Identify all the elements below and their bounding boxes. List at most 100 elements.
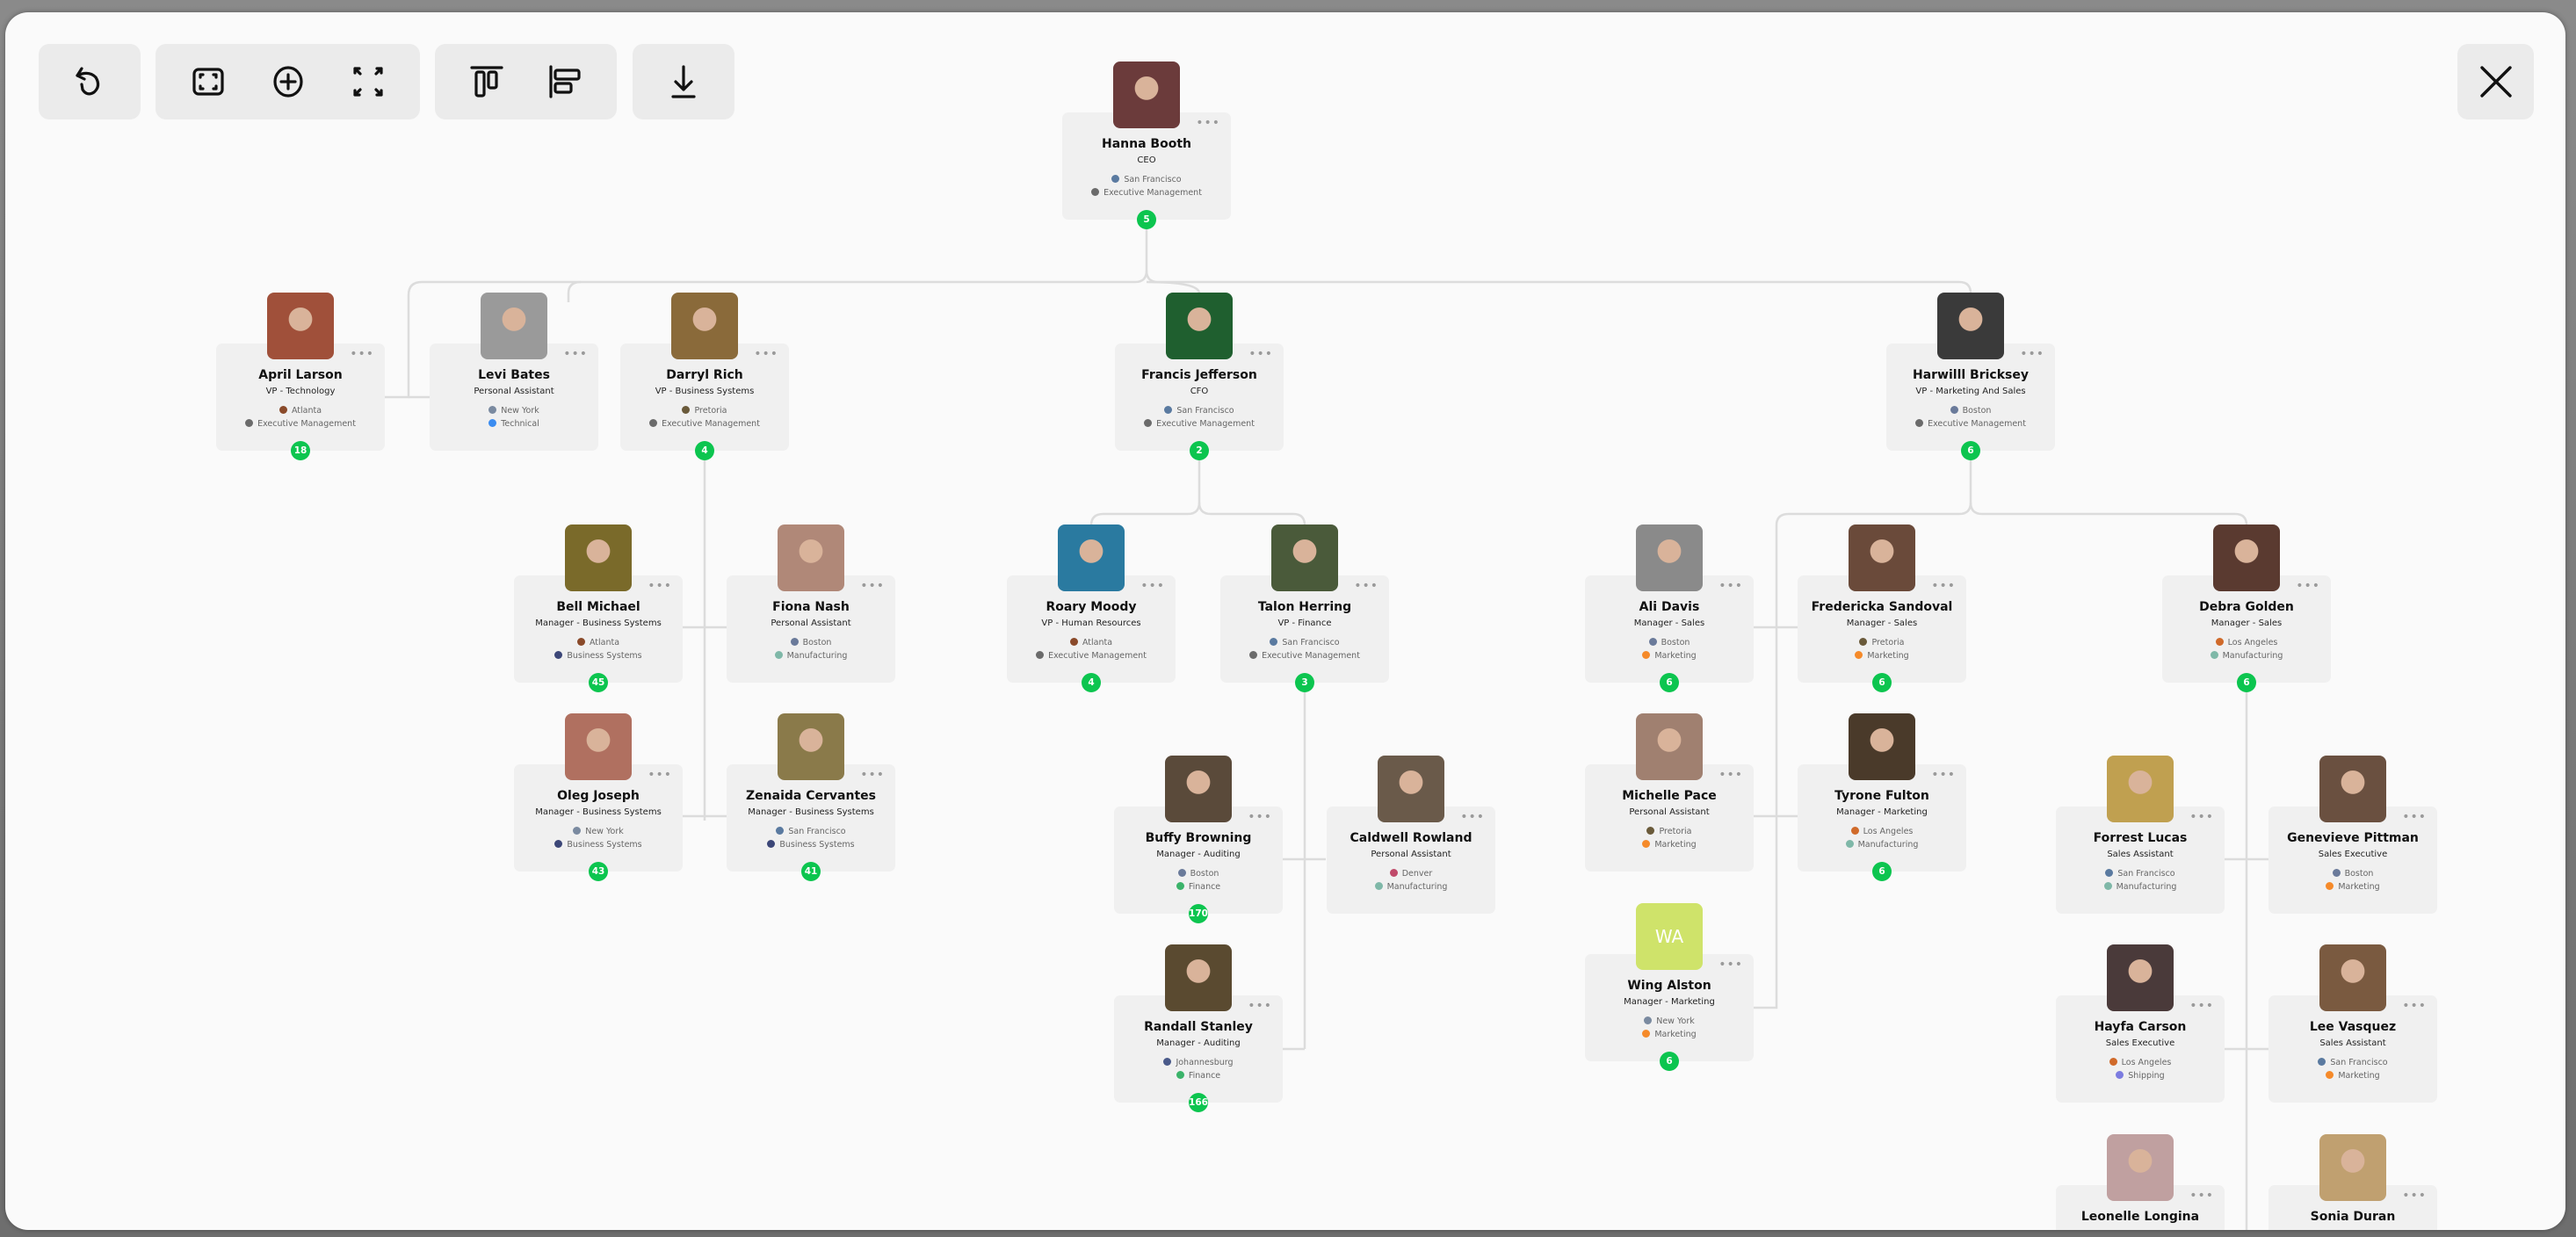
org-node-bell[interactable]: ••• Bell Michael Manager - Business Syst… [514, 524, 683, 692]
direct-reports-badge[interactable]: 2 [1190, 441, 1209, 460]
direct-reports-badge[interactable]: 6 [1660, 1052, 1679, 1071]
org-node-wing[interactable]: WA ••• Wing Alston Manager - Marketing N… [1585, 903, 1754, 1071]
node-card[interactable]: ••• Fiona Nash Personal Assistant Boston… [727, 575, 895, 683]
direct-reports-badge[interactable]: 45 [589, 673, 608, 692]
direct-reports-badge[interactable]: 41 [801, 862, 821, 881]
direct-reports-badge[interactable]: 5 [1137, 210, 1156, 229]
vertical-layout-button[interactable] [461, 56, 512, 107]
node-card[interactable]: ••• Genevieve Pittman Sales Executive Bo… [2268, 807, 2437, 914]
more-options-icon[interactable]: ••• [2402, 1189, 2427, 1203]
org-node-sonia[interactable]: ••• Sonia Duran [2268, 1134, 2437, 1230]
more-options-icon[interactable]: ••• [2020, 347, 2044, 361]
more-options-icon[interactable]: ••• [2189, 810, 2214, 824]
more-options-icon[interactable]: ••• [1140, 579, 1165, 593]
org-node-zenaida[interactable]: ••• Zenaida Cervantes Manager - Business… [727, 713, 895, 881]
node-card[interactable]: ••• Harwilll Bricksey VP - Marketing And… [1886, 344, 2055, 451]
org-node-randall[interactable]: ••• Randall Stanley Manager - Auditing J… [1114, 944, 1283, 1112]
node-card[interactable]: ••• Michelle Pace Personal Assistant Pre… [1585, 764, 1754, 872]
org-node-oleg[interactable]: ••• Oleg Joseph Manager - Business Syste… [514, 713, 683, 881]
node-card[interactable]: ••• April Larson VP - Technology Atlanta… [216, 344, 385, 451]
more-options-icon[interactable]: ••• [648, 579, 672, 593]
org-node-ali[interactable]: ••• Ali Davis Manager - Sales Boston Mar… [1585, 524, 1754, 692]
org-node-leonelle[interactable]: ••• Leonelle Longina [2056, 1134, 2225, 1230]
more-options-icon[interactable]: ••• [2402, 999, 2427, 1013]
more-options-icon[interactable]: ••• [860, 579, 885, 593]
direct-reports-badge[interactable]: 4 [1082, 673, 1101, 692]
node-card[interactable]: ••• Oleg Joseph Manager - Business Syste… [514, 764, 683, 872]
node-card[interactable]: ••• Randall Stanley Manager - Auditing J… [1114, 995, 1283, 1103]
direct-reports-badge[interactable]: 6 [1961, 441, 1980, 460]
direct-reports-badge[interactable]: 6 [1660, 673, 1679, 692]
org-node-levi[interactable]: ••• Levi Bates Personal Assistant New Yo… [430, 293, 598, 451]
direct-reports-badge[interactable]: 18 [291, 441, 310, 460]
more-options-icon[interactable]: ••• [1354, 579, 1378, 593]
node-card[interactable]: ••• Darryl Rich VP - Business Systems Pr… [620, 344, 789, 451]
more-options-icon[interactable]: ••• [648, 768, 672, 782]
zoom-in-button[interactable] [263, 56, 314, 107]
node-card[interactable]: ••• Bell Michael Manager - Business Syst… [514, 575, 683, 683]
node-card[interactable]: ••• Wing Alston Manager - Marketing New … [1585, 954, 1754, 1061]
org-node-lee[interactable]: ••• Lee Vasquez Sales Assistant San Fran… [2268, 944, 2437, 1103]
more-options-icon[interactable]: ••• [1931, 768, 1956, 782]
more-options-icon[interactable]: ••• [563, 347, 588, 361]
more-options-icon[interactable]: ••• [1719, 958, 1743, 972]
org-node-michelle[interactable]: ••• Michelle Pace Personal Assistant Pre… [1585, 713, 1754, 872]
node-card[interactable]: ••• Roary Moody VP - Human Resources Atl… [1007, 575, 1176, 683]
direct-reports-badge[interactable]: 43 [589, 862, 608, 881]
node-card[interactable]: ••• Francis Jefferson CFO San Francisco … [1115, 344, 1284, 451]
more-options-icon[interactable]: ••• [2402, 810, 2427, 824]
horizontal-layout-button[interactable] [539, 56, 590, 107]
direct-reports-badge[interactable]: 6 [2237, 673, 2256, 692]
more-options-icon[interactable]: ••• [350, 347, 374, 361]
node-card[interactable]: ••• Debra Golden Manager - Sales Los Ang… [2162, 575, 2331, 683]
node-card[interactable]: ••• Tyrone Fulton Manager - Marketing Lo… [1798, 764, 1966, 872]
node-card[interactable]: ••• Forrest Lucas Sales Assistant San Fr… [2056, 807, 2225, 914]
node-card[interactable]: ••• Fredericka Sandoval Manager - Sales … [1798, 575, 1966, 683]
direct-reports-badge[interactable]: 166 [1189, 1093, 1208, 1112]
node-card[interactable]: ••• Caldwell Rowland Personal Assistant … [1327, 807, 1495, 914]
org-node-hanna[interactable]: ••• Hanna Booth CEO San Francisco Execut… [1062, 61, 1231, 229]
org-node-darryl[interactable]: ••• Darryl Rich VP - Business Systems Pr… [620, 293, 789, 460]
more-options-icon[interactable]: ••• [2189, 1189, 2214, 1203]
expand-button[interactable] [343, 56, 394, 107]
org-node-debra[interactable]: ••• Debra Golden Manager - Sales Los Ang… [2162, 524, 2331, 692]
org-node-fredericka[interactable]: ••• Fredericka Sandoval Manager - Sales … [1798, 524, 1966, 692]
node-card[interactable]: ••• Hanna Booth CEO San Francisco Execut… [1062, 112, 1231, 220]
more-options-icon[interactable]: ••• [2189, 999, 2214, 1013]
node-card[interactable]: ••• Lee Vasquez Sales Assistant San Fran… [2268, 995, 2437, 1103]
node-card[interactable]: ••• Ali Davis Manager - Sales Boston Mar… [1585, 575, 1754, 683]
direct-reports-badge[interactable]: 3 [1295, 673, 1314, 692]
direct-reports-badge[interactable]: 6 [1872, 862, 1892, 881]
org-node-francis[interactable]: ••• Francis Jefferson CFO San Francisco … [1115, 293, 1284, 460]
undo-button[interactable] [64, 56, 115, 107]
direct-reports-badge[interactable]: 6 [1872, 673, 1892, 692]
more-options-icon[interactable]: ••• [1931, 579, 1956, 593]
more-options-icon[interactable]: ••• [1719, 579, 1743, 593]
node-card[interactable]: ••• Hayfa Carson Sales Executive Los Ang… [2056, 995, 2225, 1103]
more-options-icon[interactable]: ••• [1248, 347, 1273, 361]
org-node-genevieve[interactable]: ••• Genevieve Pittman Sales Executive Bo… [2268, 756, 2437, 914]
node-card[interactable]: ••• Buffy Browning Manager - Auditing Bo… [1114, 807, 1283, 914]
more-options-icon[interactable]: ••• [754, 347, 778, 361]
more-options-icon[interactable]: ••• [1719, 768, 1743, 782]
more-options-icon[interactable]: ••• [1460, 810, 1485, 824]
direct-reports-badge[interactable]: 170 [1189, 904, 1208, 923]
direct-reports-badge[interactable]: 4 [695, 441, 714, 460]
org-node-caldwell[interactable]: ••• Caldwell Rowland Personal Assistant … [1327, 756, 1495, 914]
org-node-tyrone[interactable]: ••• Tyrone Fulton Manager - Marketing Lo… [1798, 713, 1966, 881]
org-node-harwill[interactable]: ••• Harwilll Bricksey VP - Marketing And… [1886, 293, 2055, 460]
close-button[interactable] [2457, 44, 2534, 119]
more-options-icon[interactable]: ••• [860, 768, 885, 782]
more-options-icon[interactable]: ••• [1248, 810, 1272, 824]
node-card[interactable]: ••• Talon Herring VP - Finance San Franc… [1220, 575, 1389, 683]
org-node-roary[interactable]: ••• Roary Moody VP - Human Resources Atl… [1007, 524, 1176, 692]
org-node-buffy[interactable]: ••• Buffy Browning Manager - Auditing Bo… [1114, 756, 1283, 923]
more-options-icon[interactable]: ••• [2296, 579, 2320, 593]
org-node-fiona[interactable]: ••• Fiona Nash Personal Assistant Boston… [727, 524, 895, 683]
node-card[interactable]: ••• Levi Bates Personal Assistant New Yo… [430, 344, 598, 451]
more-options-icon[interactable]: ••• [1248, 999, 1272, 1013]
fit-screen-button[interactable] [183, 56, 234, 107]
org-node-april[interactable]: ••• April Larson VP - Technology Atlanta… [216, 293, 385, 460]
more-options-icon[interactable]: ••• [1196, 116, 1220, 130]
org-node-forrest[interactable]: ••• Forrest Lucas Sales Assistant San Fr… [2056, 756, 2225, 914]
